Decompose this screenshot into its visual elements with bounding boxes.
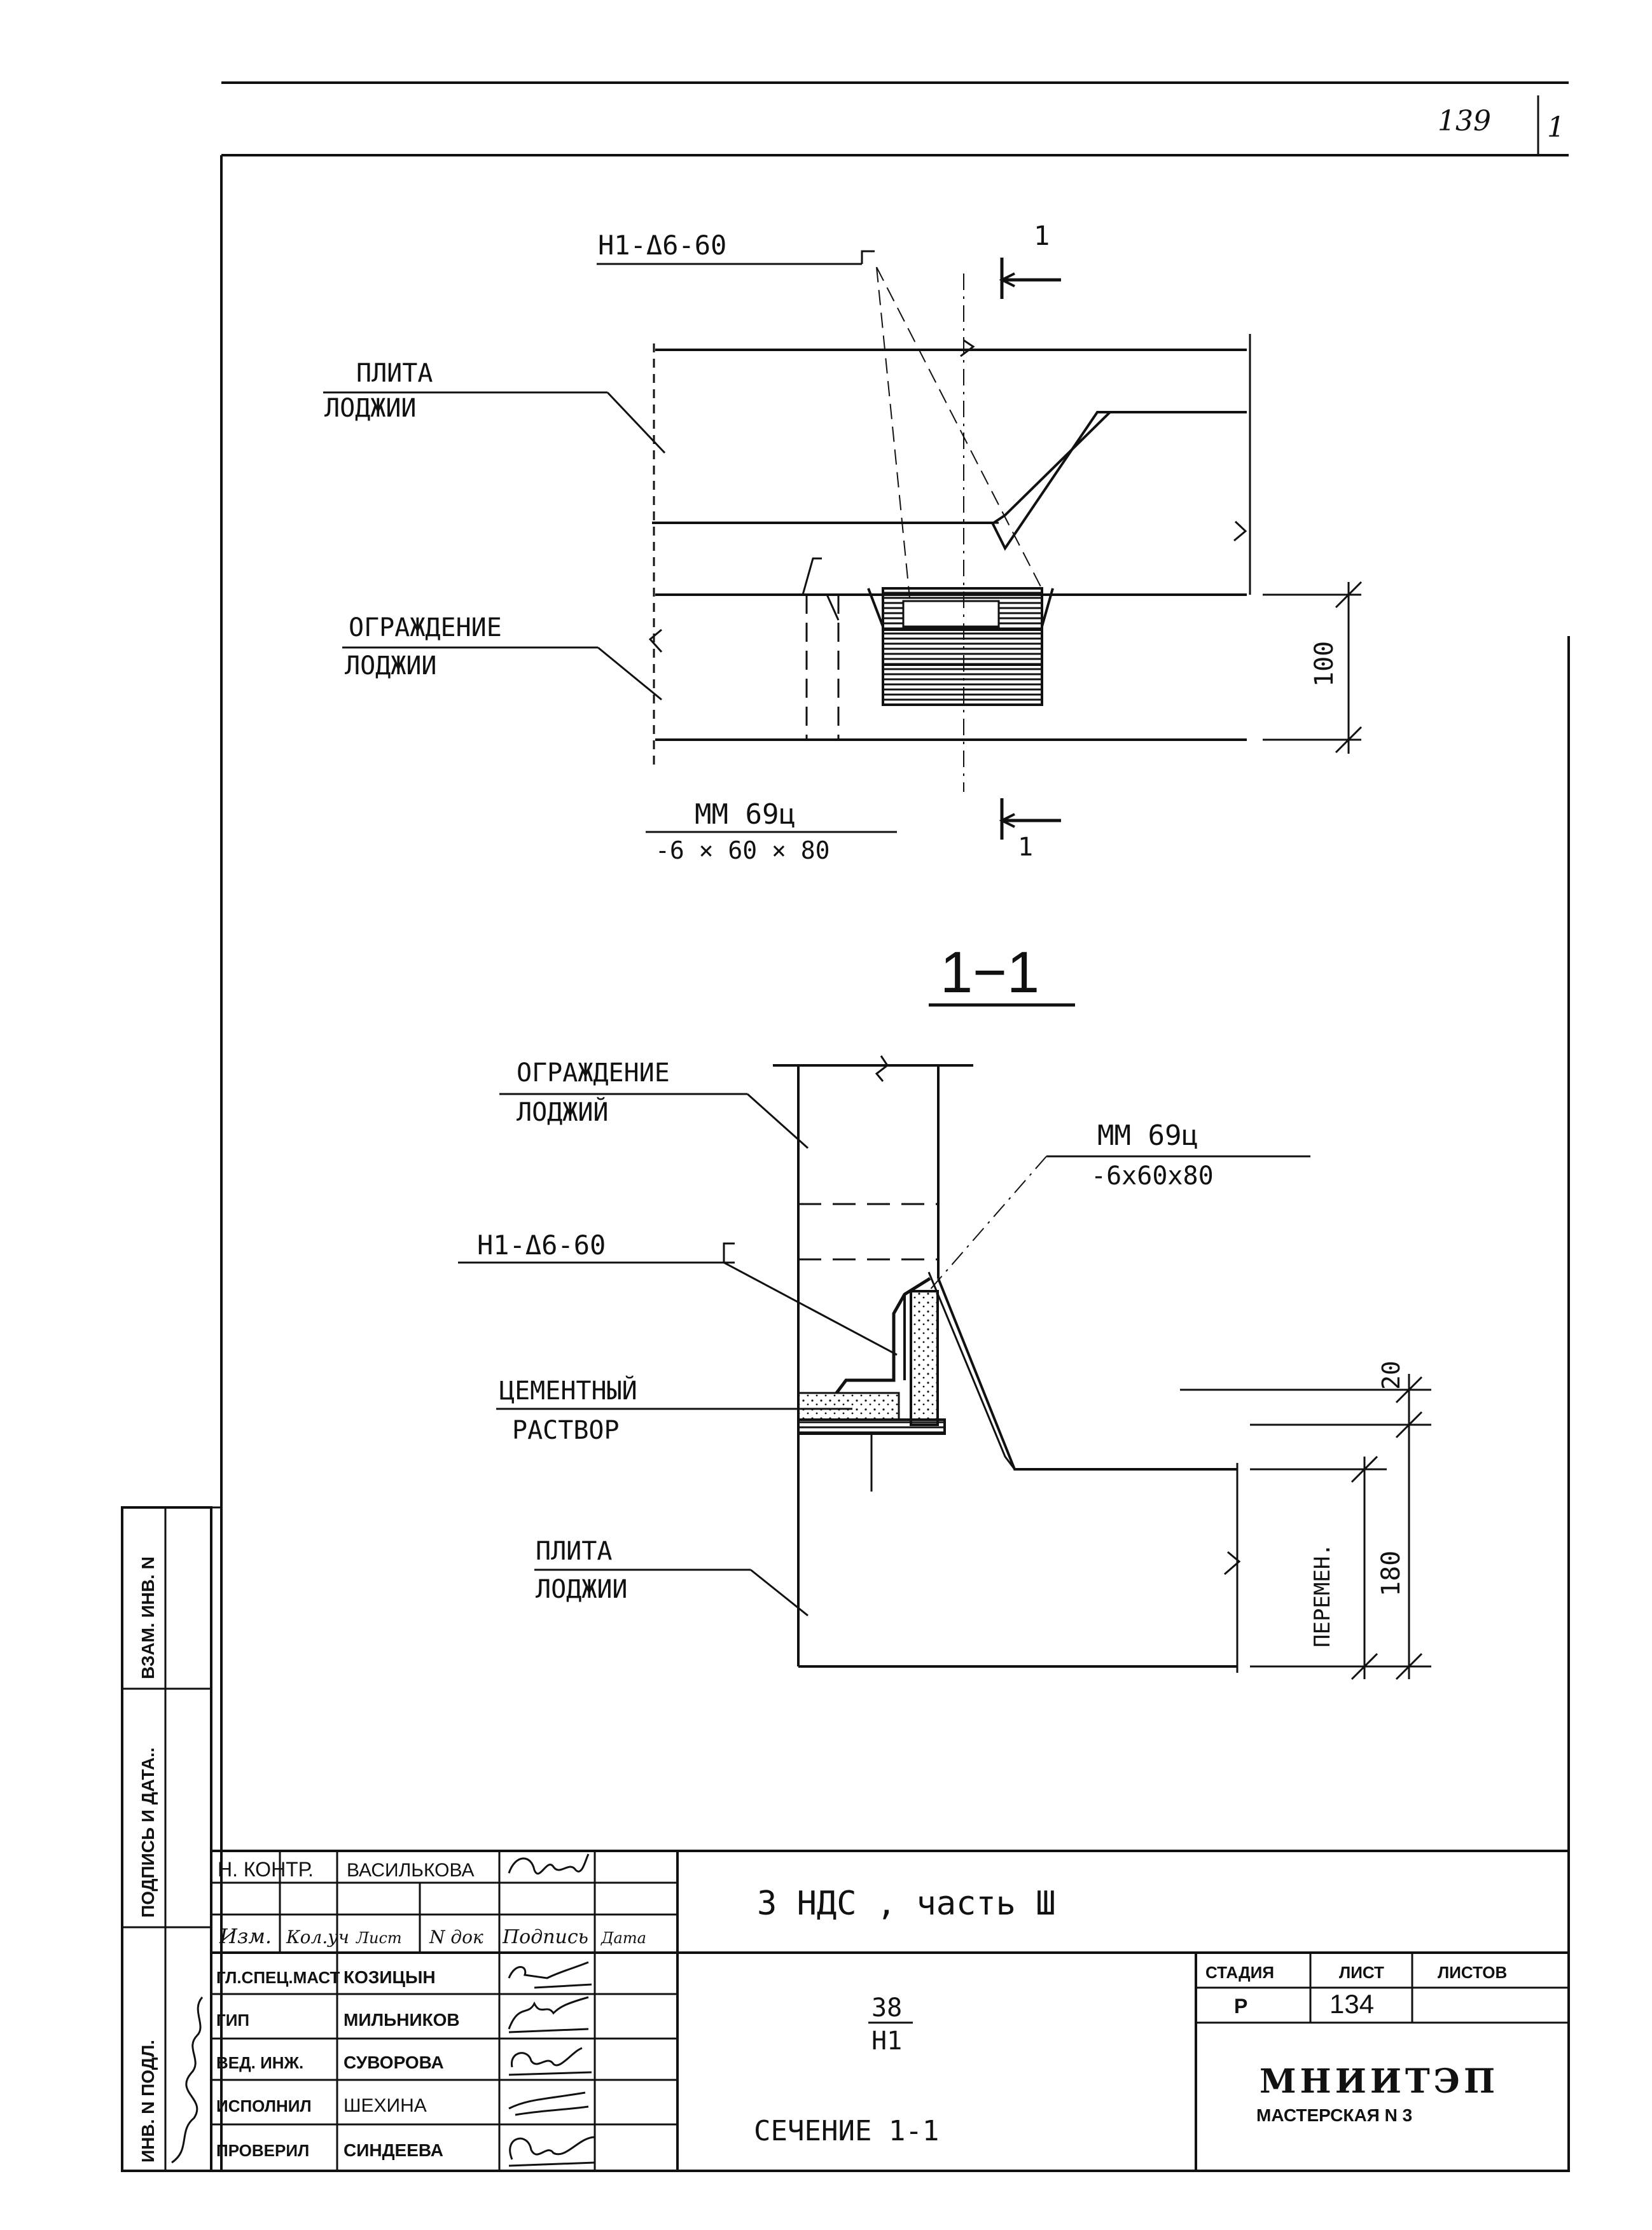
- section-slab-profile: [937, 1278, 1237, 1471]
- sheet-number: 139: [1438, 105, 1491, 137]
- stamp-handwritten-number: [171, 1996, 204, 2164]
- sheet-frame: [220, 81, 1570, 2172]
- plan-plate-mm69: [882, 628, 1043, 706]
- section-dim-variable: ПЕРЕМЕН.: [1310, 1543, 1335, 1647]
- organization-name: МНИИТЭП: [1260, 2062, 1499, 2101]
- signer-role-3: ВЕД. ИНЖ.: [216, 2053, 303, 2072]
- stamp-replace-inv: ВЗАМ. ИНВ. N: [138, 1556, 158, 1679]
- header-change: Изм.: [219, 1924, 272, 1948]
- signer-name-5: СИНДЕЕВА: [344, 2140, 443, 2160]
- sheet-title: СЕЧЕНИЕ 1-1: [754, 2115, 939, 2147]
- section-slab-label-2: ЛОДЖИИ: [536, 1575, 628, 1604]
- plan-slab-label-1: ПЛИТА: [356, 359, 433, 388]
- section-fence-label-2: ЛОДЖИЙ: [517, 1097, 609, 1127]
- header-doc-number: N док: [429, 1927, 483, 1948]
- drawing-code-bottom: Н1: [871, 2026, 902, 2056]
- plan-slab-label-2: ЛОДЖИИ: [324, 394, 417, 423]
- signer-role-2: ГИП: [216, 2011, 249, 2030]
- plan-plate-label-2: -6 × 60 × 80: [655, 836, 830, 864]
- plan-slab-edge: [655, 411, 1247, 524]
- section-mortar-label-2: РАСТВОР: [512, 1416, 620, 1445]
- signer-name-3: СУВОРОВА: [344, 2053, 444, 2072]
- sheet-header: ЛИСТ: [1339, 1963, 1384, 1982]
- signer-name-1: КОЗИЦЫН: [344, 1967, 436, 1987]
- section-dim-180: 180: [1377, 1551, 1406, 1596]
- stage-value: Р: [1234, 1995, 1247, 2018]
- plan-plate-label-1: ММ 69ц: [695, 798, 796, 831]
- workshop-name: МАСТЕРСКАЯ N 3: [1256, 2105, 1412, 2125]
- plan-slab-chamfer: [652, 411, 1247, 551]
- plan-fence-label-2: ЛОДЖИИ: [345, 651, 437, 681]
- header-signature: Подпись: [502, 1926, 588, 1948]
- signer-role-4: ИСПОЛНИЛ: [216, 2096, 312, 2116]
- section-slab-label-1: ПЛИТА: [536, 1537, 612, 1566]
- header-date: Дата: [600, 1929, 646, 1947]
- title-block: [210, 1850, 1570, 2172]
- sheet-number-suffix: 1: [1547, 111, 1565, 144]
- signer-name-4: ШЕХИНА: [344, 2095, 427, 2116]
- stage-header: СТАДИЯ: [1205, 1963, 1274, 1982]
- section-plate-label-2: -6х60х80: [1091, 1161, 1214, 1191]
- signatures: [508, 1961, 595, 2167]
- plan-cut-mark-bottom: 1: [1018, 833, 1033, 862]
- signer-role-1: ГЛ.СПЕЦ.МАСТ: [216, 1968, 340, 1987]
- section-title: 1−1: [940, 940, 1039, 1005]
- plan-fence-label-1: ОГРАЖДЕНИЕ: [349, 613, 502, 642]
- signer-name-2: МИЛЬНИКОВ: [344, 2010, 460, 2030]
- section-view: [458, 1055, 1431, 1680]
- sheets-header: ЛИСТОВ: [1438, 1963, 1507, 1982]
- plan-anchor-label: Н1-Δ6-60: [598, 230, 726, 261]
- header-sheet: Лист: [356, 1929, 402, 1947]
- stamp-inv-original: ИНВ. N ПОДЛ.: [138, 2040, 158, 2163]
- section-anchor-label: Н1-Δ6-60: [477, 1229, 606, 1261]
- plan-dim-100: 100: [1310, 641, 1339, 687]
- norm-control-role: Н. КОНТР.: [218, 1858, 314, 1881]
- stamp-signature-date: ПОДПИСЬ И ДАТА..: [138, 1747, 158, 1918]
- section-fence-label-1: ОГРАЖДЕНИЕ: [517, 1058, 670, 1088]
- side-stamp: [121, 1506, 221, 2172]
- project-title: 3 НДС , часть Ш: [757, 1885, 1056, 1923]
- section-dim-20: 20: [1377, 1361, 1405, 1390]
- section-mortar-label-1: ЦЕМЕНТНЫЙ: [499, 1375, 637, 1406]
- norm-control-name: ВАСИЛЬКОВА: [347, 1860, 474, 1881]
- signer-role-5: ПРОВЕРИЛ: [216, 2141, 309, 2160]
- section-embedded-plate: [797, 1418, 946, 1435]
- section-plate-mm69: [910, 1290, 939, 1426]
- plan-view: 100 1 1: [323, 220, 1363, 862]
- header-count: Кол.уч: [286, 1927, 349, 1948]
- section-plate-label-1: ММ 69ц: [1097, 1119, 1198, 1152]
- section-mortar-bed: [797, 1392, 900, 1421]
- drawing-code-top: 38: [871, 1993, 902, 2023]
- plan-cut-mark-top: 1: [1034, 220, 1050, 251]
- signature-norm-control: [508, 1853, 590, 1875]
- sheet-value: 134: [1329, 1989, 1374, 2019]
